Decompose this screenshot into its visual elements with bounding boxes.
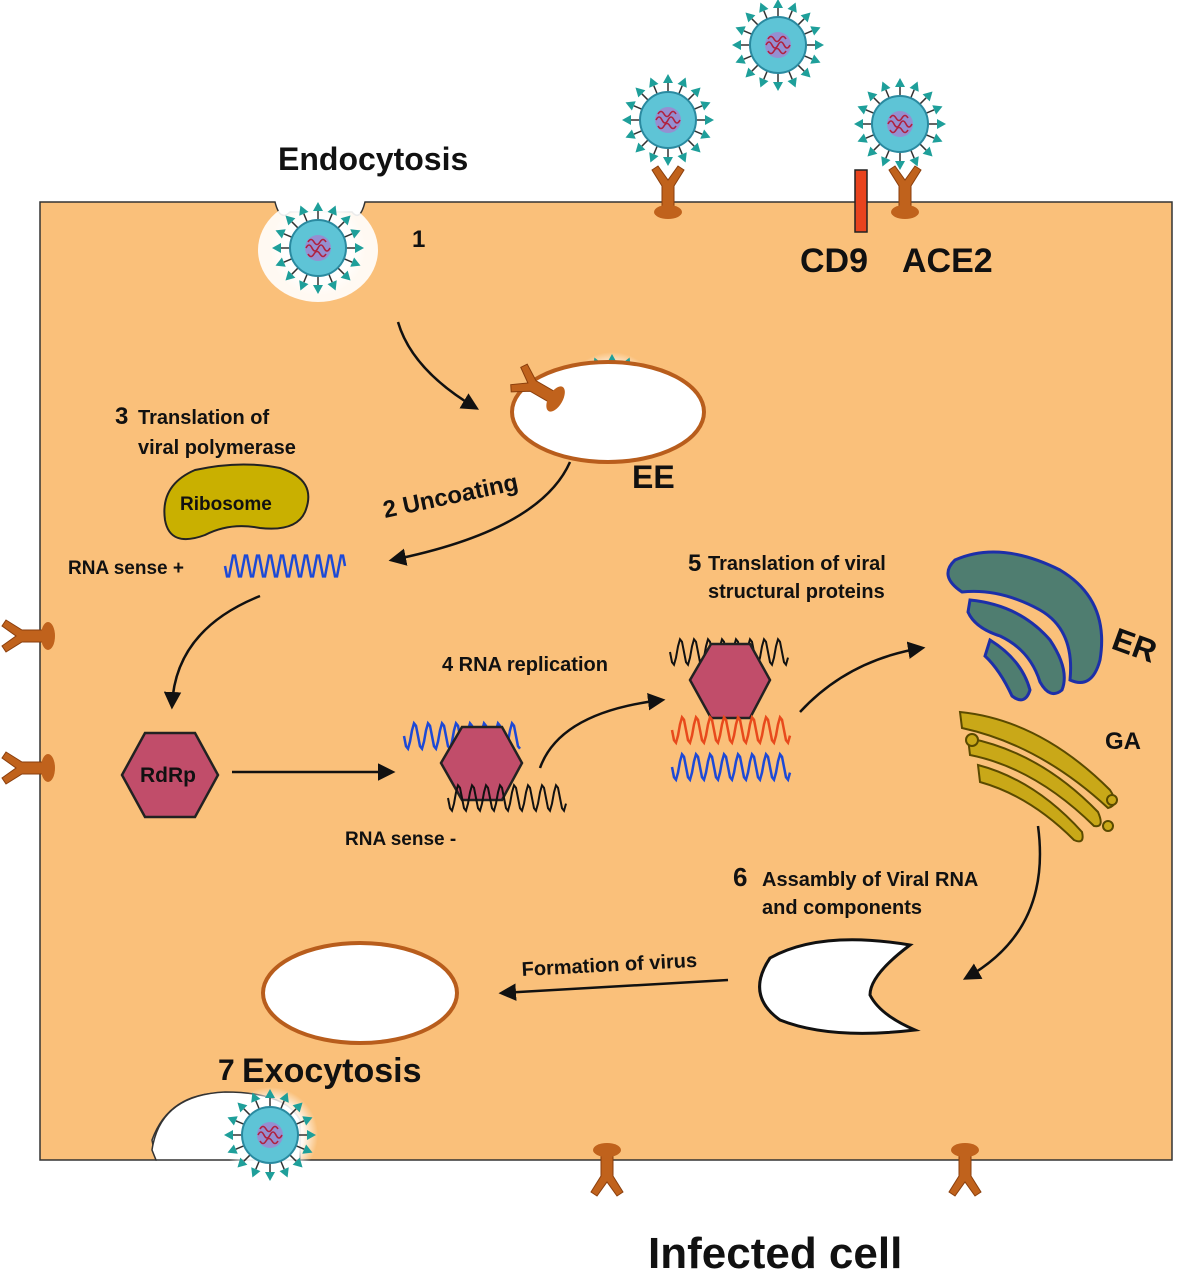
virion-icon-bound-right — [851, 75, 949, 173]
early-endosome — [510, 360, 706, 464]
virion-icon-bound-left — [619, 71, 717, 169]
replication-complex-1 — [402, 720, 567, 813]
ace2-receptor-icon-bottom-2 — [948, 1142, 982, 1197]
cd9-marker-icon — [854, 169, 868, 233]
rna-strand-icon — [670, 714, 792, 746]
label-step6-number: 6 — [733, 862, 747, 892]
rna-strand-icon — [223, 554, 347, 578]
label-step5-line2: structural proteins — [708, 581, 885, 603]
ace2-receptor-icon-bottom-1 — [590, 1142, 624, 1197]
assembly-vesicle — [758, 938, 921, 1035]
label-step4: 4 RNA replication — [442, 654, 608, 676]
label-step3-number: 3 — [115, 403, 128, 430]
ace2-receptor-icon-top-right — [888, 165, 922, 220]
label-endocytosis: Endocytosis — [278, 141, 468, 177]
label-step6-line1: Assambly of Viral RNA — [762, 869, 978, 891]
replication-complex-2 — [669, 637, 792, 783]
arrow-endocytosis-to-ee — [396, 321, 480, 410]
arrow-to-er — [799, 641, 926, 713]
ace2-receptor-icon-left-2 — [1, 751, 56, 785]
label-step7-number: 7 — [218, 1054, 235, 1087]
label-exocytosis: Exocytosis — [242, 1052, 422, 1090]
ace2-receptor-icon-top-left — [651, 165, 685, 220]
label-rna-sense-plus: RNA sense + — [68, 558, 184, 579]
label-ace2: ACE2 — [902, 242, 993, 280]
er-icon — [946, 550, 1104, 702]
label-cd9: CD9 — [800, 242, 868, 280]
label-ribosome: Ribosome — [180, 494, 272, 515]
label-rna-sense-minus: RNA sense - — [345, 829, 456, 850]
label-step3-line2: viral polymerase — [138, 437, 296, 459]
label-ee: EE — [632, 459, 675, 495]
rna-strand-icon — [447, 783, 567, 813]
label-rdrp: RdRp — [140, 764, 196, 787]
label-step5-number: 5 — [688, 550, 701, 577]
label-step6-line2: and components — [762, 897, 922, 919]
label-step5-line1: Translation of viral — [708, 553, 886, 575]
label-step3-line1: Translation of — [138, 407, 269, 429]
label-ga: GA — [1105, 728, 1141, 755]
arrow-uncoating — [388, 461, 572, 566]
ace2-receptor-icon-left-1 — [1, 619, 56, 653]
arrow-golgi-to-assembly — [962, 825, 1042, 980]
rna-strand-icon — [670, 751, 792, 783]
rdrp-hexagon-icon — [120, 731, 220, 819]
arrow-rna-to-rdrp — [163, 594, 261, 710]
exocytosis-vesicle — [261, 941, 459, 1045]
virion-icon-free — [729, 0, 827, 94]
cell-membrane — [39, 201, 1173, 1161]
arrow-replication-2 — [538, 692, 666, 769]
ribosome-icon — [163, 463, 310, 540]
arrow-formation — [498, 978, 729, 1001]
golgi-icon — [958, 710, 1118, 843]
label-step1: 1 — [412, 226, 425, 253]
virion-icon-exocytosis — [221, 1086, 319, 1184]
virion-icon-endocytosis — [269, 199, 367, 297]
label-infected-cell: Infected cell — [648, 1229, 902, 1277]
